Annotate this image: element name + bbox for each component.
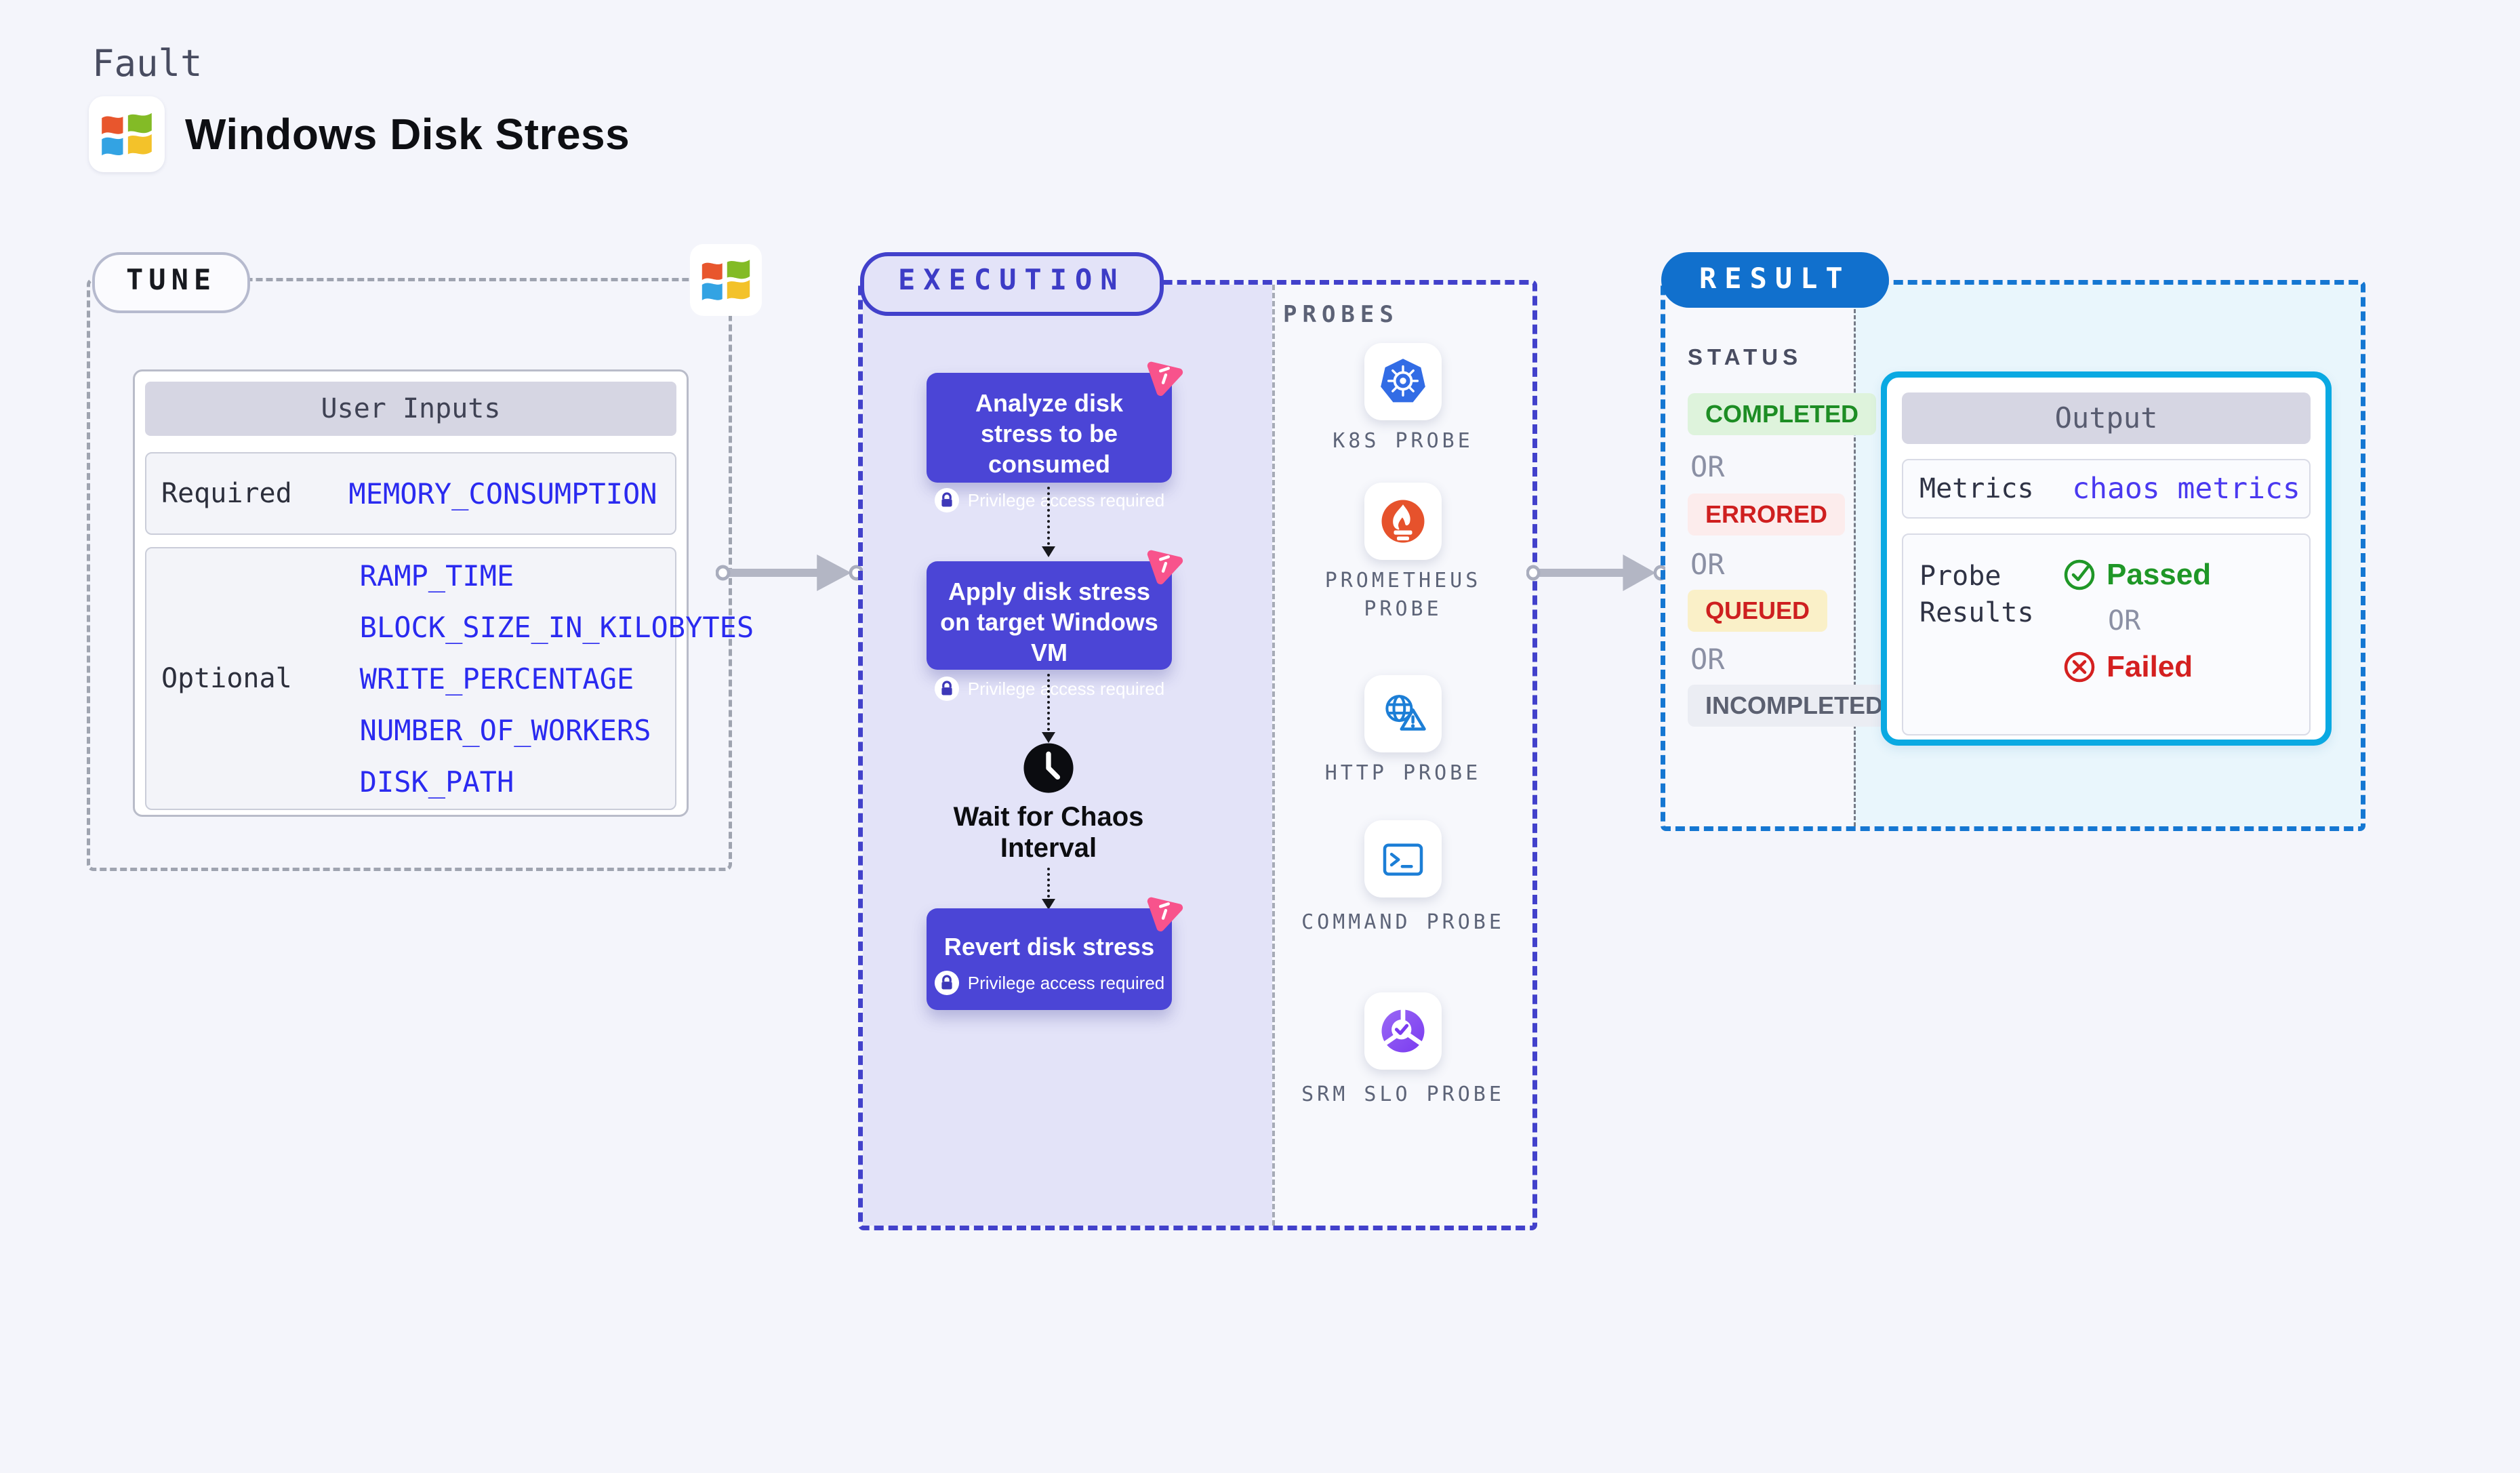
step-analyze-card: Analyze disk stress to be consumed Privi… [927,373,1172,483]
clock-icon [1022,742,1075,794]
step-title: Apply disk stress on target Windows VM [940,578,1158,666]
metrics-label: Metrics [1919,473,2034,504]
failed-label: Failed [2107,650,2193,683]
step-revert-card: Revert disk stress Privilege access requ… [927,908,1172,1010]
metrics-value: chaos metrics [2072,472,2300,506]
probe-results-row: Probe Results Passed OR Failed [1902,533,2311,735]
status-badge-incompleted: INCOMPLETED [1688,685,1901,727]
or-separator: OR [1690,450,1725,483]
flow-arrow-icon [716,552,865,593]
chaos-step-icon [1143,544,1185,586]
user-inputs-header: User Inputs [145,382,676,436]
optional-param: DISK_PATH [359,765,514,799]
wait-interval-label: Wait for Chaos Interval [953,802,1144,863]
chaos-step-icon [1143,891,1185,933]
result-badge: RESULT [1661,252,1889,308]
windows-logo-icon [690,244,762,316]
privilege-note: Privilege access required [967,972,1165,993]
check-circle-icon [2063,559,2096,591]
step-connector [1047,674,1050,731]
or-separator: OR [1690,548,1725,581]
output-card: Output Metrics chaos metrics Probe Resul… [1881,371,2332,746]
required-param: MEMORY_CONSUMPTION [348,477,657,510]
metrics-row: Metrics chaos metrics [1902,459,2311,519]
chaos-step-icon [1143,355,1185,397]
flow-arrow-icon [1526,552,1669,593]
lock-icon [934,676,960,702]
step-connector [1047,487,1050,545]
failed-line: Failed [2063,650,2309,684]
x-circle-icon [2063,651,2096,683]
probe-results-label: Probe Results [1919,561,2034,628]
page-title: Windows Disk Stress [185,110,630,159]
probes-heading: PROBES [1283,301,1399,328]
optional-row: Optional RAMP_TIME BLOCK_SIZE_IN_KILOBYT… [145,547,754,810]
probe-label: PROMETHEUS PROBE [1324,569,1482,621]
optional-param: WRITE_PERCENTAGE [359,662,634,695]
required-row: Required MEMORY_CONSUMPTION [145,452,676,535]
or-separator: OR [2108,605,2141,637]
optional-param: BLOCK_SIZE_IN_KILOBYTES [359,610,754,644]
prometheus-icon [1364,483,1442,560]
status-badge-queued: QUEUED [1688,590,1828,632]
execution-badge: EXECUTION [860,252,1164,316]
connector-arrow [1042,732,1055,743]
privilege-note: Privilege access required [967,678,1165,699]
connector-arrow [1042,546,1055,557]
title-row: Windows Disk Stress [89,96,630,172]
optional-label: Optional [161,663,292,694]
step-apply-card: Apply disk stress on target Windows VM P… [927,561,1172,670]
passed-label: Passed [2107,558,2212,591]
user-inputs-table: User Inputs Required MEMORY_CONSUMPTION … [133,369,754,817]
probe-label: COMMAND PROBE [1301,910,1505,934]
lock-icon [934,970,960,996]
connector-arrow [1042,899,1055,910]
optional-param-list: RAMP_TIME BLOCK_SIZE_IN_KILOBYTES WRITE_… [292,559,754,799]
srm-slo-icon [1364,992,1442,1070]
privilege-row: Privilege access required [927,487,1172,513]
status-heading: STATUS [1688,344,1803,369]
status-badge-completed: COMPLETED [1688,393,1877,435]
probe-label: K8S PROBE [1333,429,1474,453]
terminal-icon [1364,820,1442,897]
step-title: Revert disk stress [943,933,1155,961]
probe-label: HTTP PROBE [1324,761,1482,785]
step-connector [1047,868,1050,897]
lock-icon [934,487,960,513]
fault-kicker: Fault [92,42,203,85]
probe-results-values: Passed OR Failed [2063,558,2309,734]
http-globe-icon [1364,675,1442,752]
windows-logo-icon [89,96,165,172]
privilege-row: Privilege access required [927,676,1172,702]
required-label: Required [161,478,292,509]
or-separator: OR [1690,643,1725,676]
tune-badge: TUNE [92,252,251,313]
optional-param: RAMP_TIME [359,559,514,592]
privilege-row: Privilege access required [927,970,1172,996]
optional-param: NUMBER_OF_WORKERS [359,713,651,747]
probe-label: SRM SLO PROBE [1301,1083,1505,1106]
kubernetes-icon [1364,343,1442,420]
output-header: Output [1902,392,2311,444]
status-badge-errored: ERRORED [1688,493,1846,536]
step-title: Analyze disk stress to be consumed [975,389,1124,478]
passed-line: Passed [2063,558,2309,592]
status-region [1665,285,1854,826]
privilege-note: Privilege access required [967,489,1165,510]
